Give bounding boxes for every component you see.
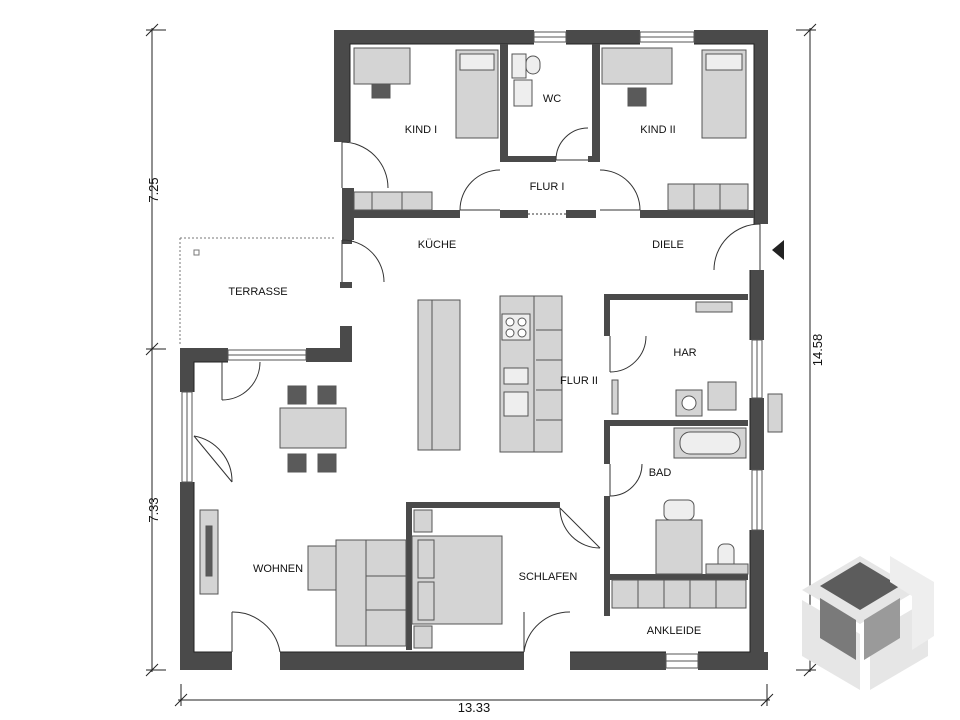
room-label-bad: BAD — [649, 467, 672, 479]
room-label-kind2: KIND II — [640, 124, 675, 136]
entrance-arrow-icon — [772, 240, 784, 260]
dim-bottom-total: 13.33 — [458, 700, 491, 715]
doors — [193, 127, 761, 653]
room-label-terrasse: TERRASSE — [228, 286, 287, 298]
interior-walls — [350, 44, 754, 650]
dim-left-upper: 7.25 — [146, 177, 161, 202]
room-label-schlafen: SCHLAFEN — [519, 571, 578, 583]
furniture — [199, 47, 783, 649]
room-label-wohnen: WOHNEN — [253, 563, 303, 575]
logo-icon — [802, 556, 934, 690]
room-label-flur2: FLUR II — [560, 375, 598, 387]
walls — [180, 30, 768, 670]
room-label-ankleide: ANKLEIDE — [647, 625, 701, 637]
dim-right-total: 14.58 — [810, 334, 825, 367]
wall-inner-lines — [193, 43, 755, 653]
room-label-wc: WC — [543, 93, 561, 105]
windows — [181, 31, 763, 669]
room-label-har: HAR — [673, 347, 696, 359]
room-label-kueche: KÜCHE — [418, 239, 457, 251]
room-label-diele: DIELE — [652, 239, 684, 251]
room-label-kind1: KIND I — [405, 124, 437, 136]
dimension-lines — [145, 23, 817, 707]
terrace — [179, 237, 334, 346]
room-label-flur1: FLUR I — [530, 181, 565, 193]
dim-left-lower: 7.33 — [146, 497, 161, 522]
